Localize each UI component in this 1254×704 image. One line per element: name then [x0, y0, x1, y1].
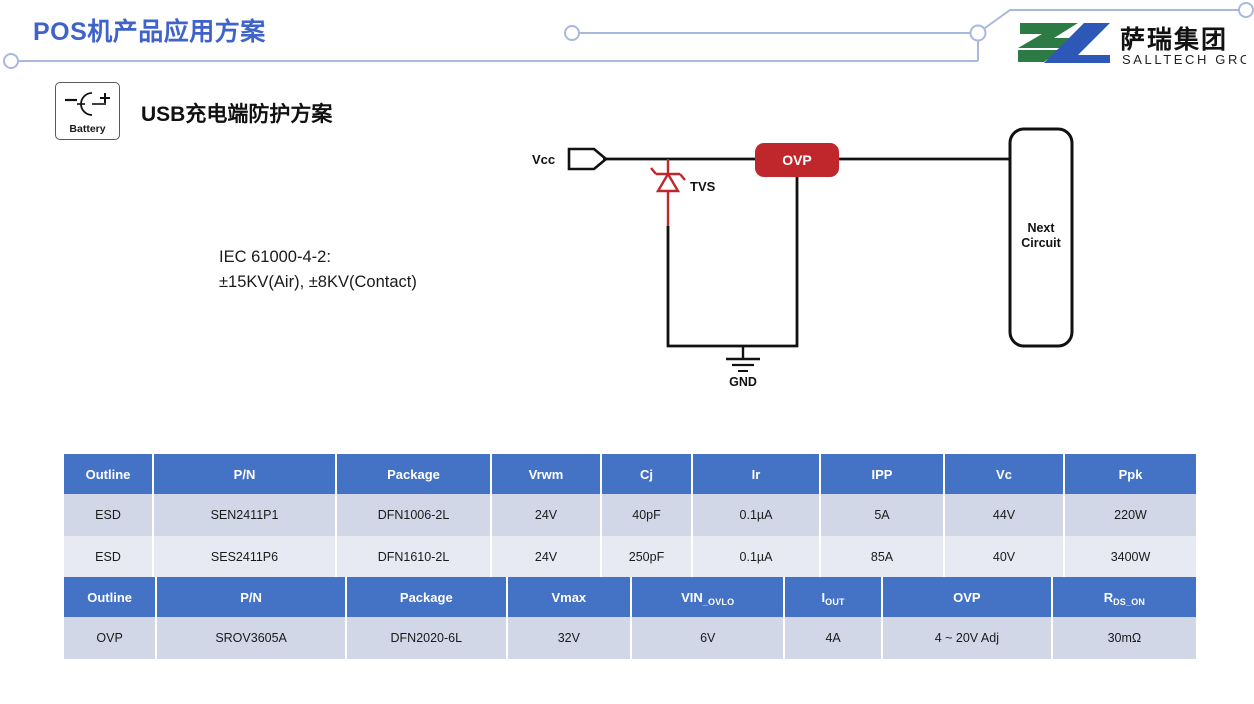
cell-pn: SROV3605A: [156, 617, 347, 659]
cell-package: DFN2020-6L: [345, 617, 508, 659]
col-header-ir: Ir: [692, 454, 821, 494]
vcc-connector-icon: [567, 147, 609, 171]
cell-outline: OVP: [64, 617, 158, 659]
cell-pn: SES2411P6: [153, 536, 337, 578]
col-header-ppk: Ppk: [1064, 454, 1196, 494]
cell-vrwm: 24V: [491, 494, 602, 536]
logo-en-text: SALLTECH GROUP: [1122, 52, 1246, 67]
battery-icon-label: Battery: [69, 123, 106, 135]
cell-package: DFN1006-2L: [336, 494, 492, 536]
circuit-diagram: Vcc TVS OVP GND Next Circuit: [532, 127, 1074, 389]
next-circuit-label-line2: Circuit: [1021, 236, 1061, 250]
col-header-package: Package: [336, 454, 492, 494]
company-logo: 萨瑞集团 SALLTECH GROUP: [1014, 17, 1254, 69]
section-title: USB充电端防护方案: [141, 98, 332, 128]
ovp-parameters-table: Outline P/N Package Vmax VIN_OVLO IOUT O…: [64, 577, 1196, 659]
iec-note-line1: IEC 61000-4-2:: [219, 248, 331, 266]
cell-ppk: 3400W: [1064, 536, 1196, 578]
iec-standard-note: IEC 61000-4-2: ±15KV(Air), ±8KV(Contact): [219, 245, 417, 295]
cell-ir: 0.1µA: [692, 536, 821, 578]
cell-ovp: 4 ~ 20V Adj: [881, 617, 1053, 659]
cell-ipp: 5A: [820, 494, 945, 536]
col-header-vin-ovlo: VIN_OVLO: [631, 577, 786, 617]
cell-package: DFN1610-2L: [336, 536, 492, 578]
cell-ppk: 220W: [1064, 494, 1196, 536]
col-header-vmax: Vmax: [506, 577, 633, 617]
header-decoration: [3, 2, 1254, 69]
gnd-label: GND: [729, 375, 757, 389]
cell-ir: 0.1µA: [692, 494, 821, 536]
next-circuit-label-line1: Next: [1027, 221, 1055, 235]
col-header-package: Package: [345, 577, 508, 617]
table-header-row: Outline P/N Package Vrwm Cj Ir IPP Vc Pp…: [64, 454, 1196, 494]
ovp-block-label: OVP: [782, 152, 812, 168]
cell-cj: 40pF: [601, 494, 693, 536]
cell-outline: ESD: [64, 536, 154, 578]
col-header-pn: P/N: [156, 577, 347, 617]
cell-rds-on: 30mΩ: [1051, 617, 1196, 659]
col-header-ipp: IPP: [820, 454, 945, 494]
table-header-row: Outline P/N Package Vmax VIN_OVLO IOUT O…: [64, 577, 1196, 617]
ovp-block: [755, 143, 839, 177]
col-header-vc: Vc: [944, 454, 1065, 494]
cell-vrwm: 24V: [491, 536, 602, 578]
cell-cj: 250pF: [601, 536, 693, 578]
tvs-label: TVS: [690, 179, 716, 194]
col-header-ovp: OVP: [881, 577, 1053, 617]
section-title-rest: 充电端防护方案: [185, 102, 333, 126]
vcc-label: Vcc: [532, 152, 555, 167]
esd-parameters-table: Outline P/N Package Vrwm Cj Ir IPP Vc Pp…: [64, 454, 1196, 578]
cell-vc: 40V: [944, 536, 1065, 578]
logo-mark-green: [1018, 23, 1078, 62]
col-header-rds-on: RDS_ON: [1051, 577, 1196, 617]
logo-cn-text: 萨瑞集团: [1120, 25, 1228, 54]
col-header-outline: Outline: [64, 577, 158, 617]
col-header-outline: Outline: [64, 454, 154, 494]
cell-vmax: 32V: [506, 617, 633, 659]
cell-iout: 4A: [784, 617, 883, 659]
table-row: OVP SROV3605A DFN2020-6L 32V 6V 4A 4 ~ 2…: [64, 617, 1196, 659]
battery-icon-card: Battery: [55, 82, 120, 140]
col-header-pn: P/N: [153, 454, 337, 494]
col-header-iout: IOUT: [784, 577, 883, 617]
battery-icon: [65, 92, 110, 116]
cell-pn: SEN2411P1: [153, 494, 337, 536]
cell-vin-ovlo: 6V: [631, 617, 786, 659]
cell-outline: ESD: [64, 494, 154, 536]
next-circuit-block: [1008, 127, 1074, 348]
cell-ipp: 85A: [820, 536, 945, 578]
logo-mark-blue: [1044, 23, 1110, 63]
table-row: ESD SES2411P6 DFN1610-2L 24V 250pF 0.1µA…: [64, 536, 1196, 578]
cell-vc: 44V: [944, 494, 1065, 536]
table-row: ESD SEN2411P1 DFN1006-2L 24V 40pF 0.1µA …: [64, 494, 1196, 536]
page-title: POS机产品应用方案: [33, 18, 266, 46]
gnd-icon: [726, 346, 760, 372]
col-header-cj: Cj: [601, 454, 693, 494]
col-header-vrwm: Vrwm: [491, 454, 602, 494]
iec-note-line2: ±15KV(Air), ±8KV(Contact): [219, 273, 417, 291]
section-title-lead: USB: [141, 103, 186, 126]
